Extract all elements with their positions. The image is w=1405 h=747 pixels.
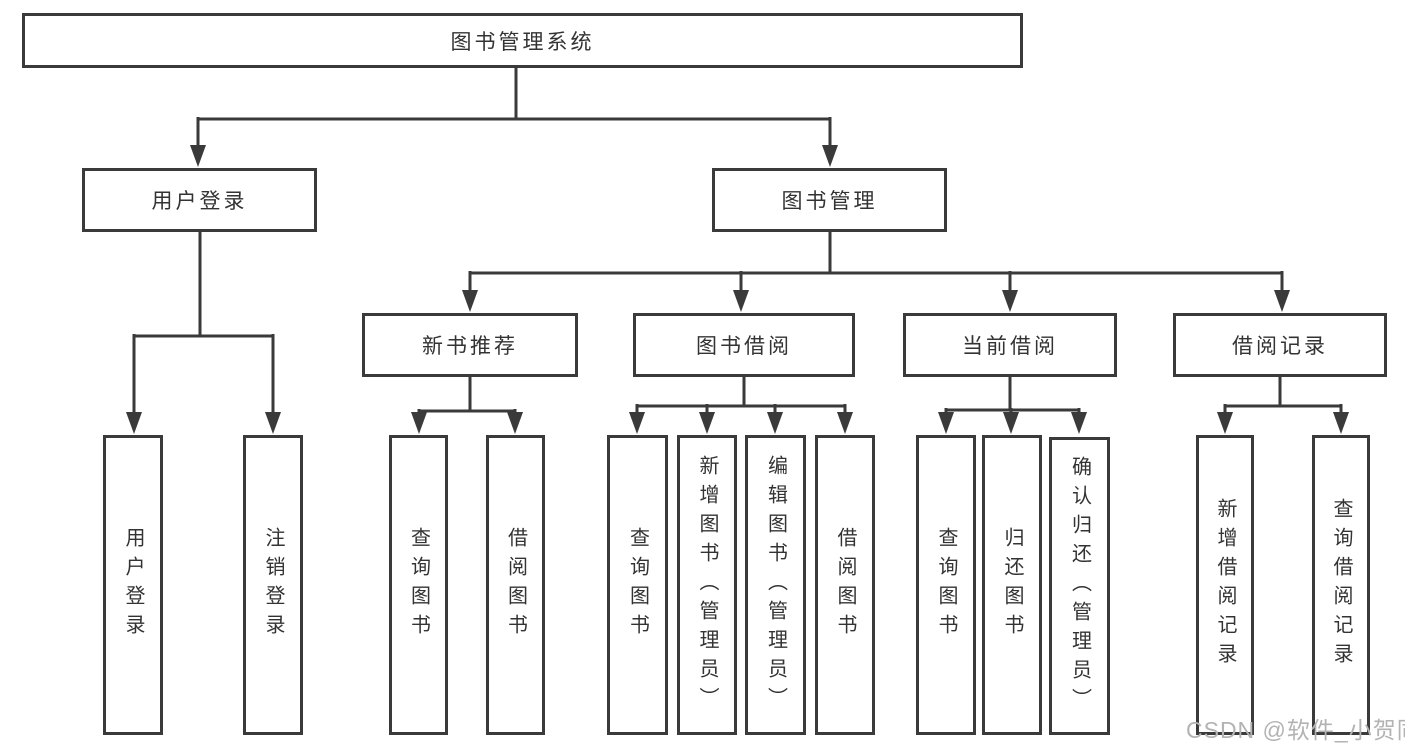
leaf-cb-confirm-return-admin: 确认归还（管理员） (1049, 437, 1110, 735)
leaf-bb-edit-book-admin: 编辑图书（管理员） (745, 435, 806, 735)
node-book-management: 图书管理 (712, 168, 947, 232)
leaf-bb-edit-book-admin-label: 编辑图书（管理员） (764, 454, 787, 716)
csdn-watermark: CSDN @软件_小贺同学 (1186, 717, 1405, 743)
leaf-cb-query-book: 查询图书 (916, 435, 976, 735)
node-current-borrow-label: 当前借阅 (962, 335, 1058, 358)
leaf-bb-query-book-label: 查询图书 (626, 527, 649, 643)
leaf-cb-confirm-return-admin-label: 确认归还（管理员） (1068, 455, 1091, 717)
leaf-br-query-record: 查询借阅记录 (1312, 435, 1370, 735)
leaf-bb-query-book: 查询图书 (607, 435, 668, 735)
leaf-bb-borrow-book: 借阅图书 (815, 435, 875, 735)
leaf-cb-return-book-label: 归还图书 (1001, 527, 1023, 643)
leaf-rec-borrow-book: 借阅图书 (486, 435, 545, 735)
leaf-bb-add-book-admin-label: 新增图书（管理员） (696, 454, 718, 716)
leaf-rec-query-book: 查询图书 (389, 435, 448, 735)
leaf-cb-query-book-label: 查询图书 (935, 527, 957, 643)
node-borrow-records-label: 借阅记录 (1232, 335, 1328, 358)
node-user-login-group: 用户登录 (82, 168, 317, 232)
leaf-br-add-record-label: 新增借阅记录 (1214, 498, 1236, 672)
leaf-rec-borrow-book-label: 借阅图书 (504, 527, 527, 643)
node-root-label: 图书管理系统 (450, 30, 595, 54)
node-root: 图书管理系统 (22, 13, 1023, 68)
node-borrow-records: 借阅记录 (1173, 313, 1387, 377)
leaf-logout: 注销登录 (243, 435, 303, 735)
node-book-borrow-label: 图书借阅 (696, 335, 792, 358)
leaf-bb-add-book-admin: 新增图书（管理员） (677, 435, 737, 735)
node-book-management-label: 图书管理 (781, 190, 878, 213)
leaf-cb-return-book: 归还图书 (982, 435, 1042, 735)
node-current-borrow: 当前借阅 (903, 313, 1117, 377)
leaf-bb-borrow-book-label: 借阅图书 (834, 527, 856, 643)
leaf-user-login: 用户登录 (103, 435, 163, 735)
node-new-book-recommend-label: 新书推荐 (422, 335, 518, 358)
node-book-borrow: 图书借阅 (633, 313, 855, 377)
leaf-user-login-label: 用户登录 (122, 527, 144, 643)
node-user-login-group-label: 用户登录 (151, 190, 248, 213)
leaf-rec-query-book-label: 查询图书 (407, 527, 430, 643)
leaf-logout-label: 注销登录 (262, 527, 284, 643)
node-new-book-recommend: 新书推荐 (362, 313, 578, 377)
leaf-br-query-record-label: 查询借阅记录 (1330, 498, 1352, 672)
leaf-br-add-record: 新增借阅记录 (1196, 435, 1254, 735)
